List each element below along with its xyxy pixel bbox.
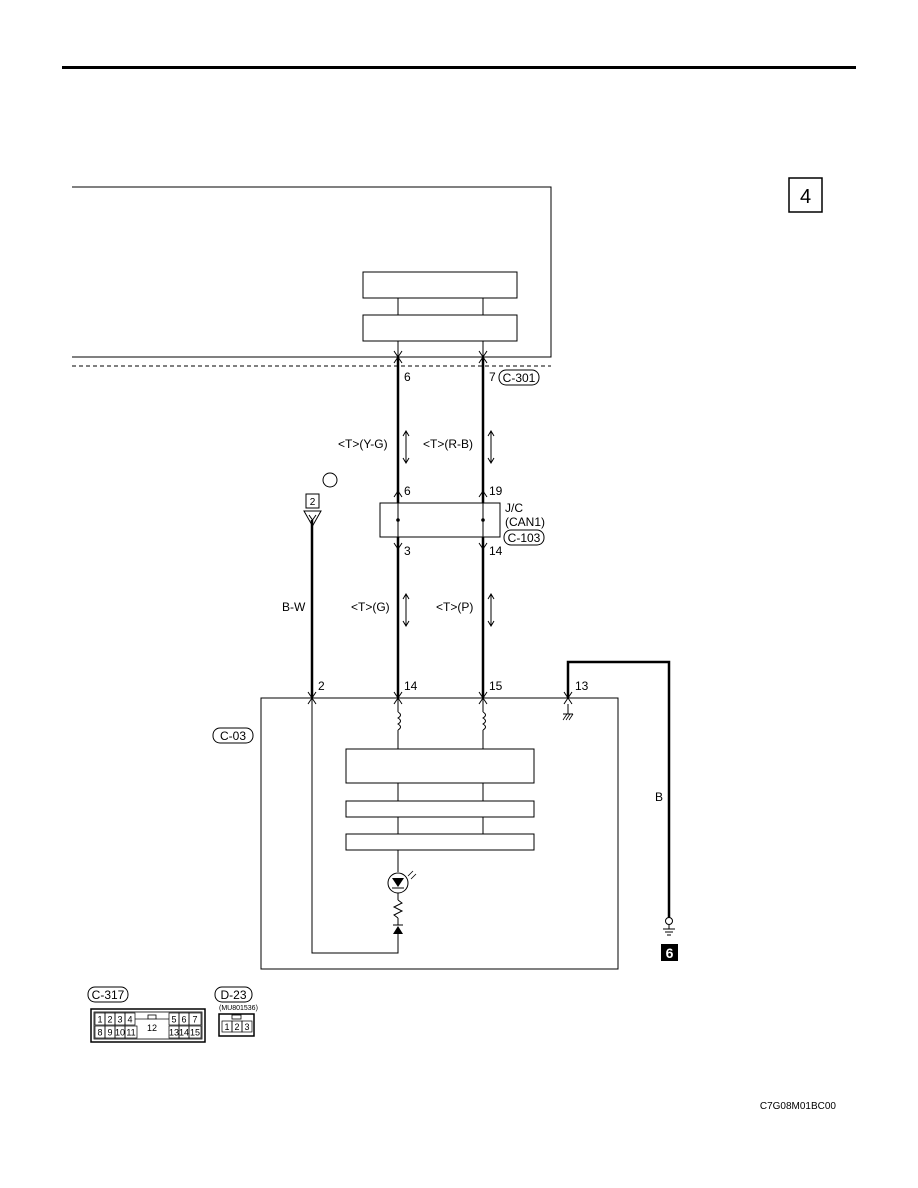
d23-part-number: (MU801536)	[219, 1005, 258, 1012]
svg-text:11: 11	[126, 1028, 135, 1038]
svg-text:3: 3	[117, 1015, 122, 1025]
ground-icon	[663, 917, 675, 936]
svg-text:2: 2	[107, 1015, 112, 1025]
svg-text:6: 6	[666, 945, 674, 961]
svg-text:10: 10	[115, 1028, 125, 1038]
pin-bottom-right: 15	[489, 679, 503, 693]
resistor-icon	[392, 899, 404, 925]
svg-text:7: 7	[192, 1015, 197, 1025]
connector-label-c103: C-103	[503, 529, 545, 546]
svg-text:8: 8	[97, 1028, 102, 1038]
svg-text:15: 15	[190, 1028, 200, 1038]
led-icon	[387, 870, 417, 900]
svg-text:3: 3	[244, 1022, 249, 1032]
ground-wire	[562, 660, 671, 918]
svg-text:4: 4	[800, 186, 811, 208]
svg-text:5: 5	[171, 1015, 176, 1025]
svg-text:C-317: C-317	[92, 988, 125, 1002]
circle-marker	[322, 472, 338, 488]
pin-bottom-left: 14	[404, 679, 418, 693]
junction-label-line1: J/C	[505, 501, 523, 515]
header-rule	[62, 66, 856, 69]
upper-control-unit	[72, 186, 552, 367]
svg-text:9: 9	[107, 1028, 112, 1038]
diode-icon	[393, 924, 403, 953]
pin-jc-out-left: 3	[404, 544, 411, 558]
ground-point-badge: 6	[661, 944, 678, 961]
wire-label-ground: B	[655, 790, 663, 804]
junction-connector-can1	[379, 502, 501, 538]
figure-code: C7G08M01BC00	[760, 1101, 837, 1112]
svg-text:4: 4	[127, 1015, 132, 1025]
pin-jc-out-right: 14	[489, 544, 503, 558]
bidirectional-arrow-icons	[402, 430, 495, 627]
svg-text:C-03: C-03	[220, 729, 246, 743]
svg-text:2: 2	[234, 1022, 239, 1032]
pin-top-right: 7	[489, 370, 496, 384]
connector-label-c317: C-317	[87, 986, 129, 1003]
junction-label-line2: (CAN1)	[505, 515, 545, 529]
wire-label-bw: B-W	[282, 600, 306, 614]
lower-control-unit	[260, 697, 619, 970]
wire-label-lower-left: <T>(G)	[351, 600, 390, 614]
connector-label-c03: C-03	[212, 727, 254, 744]
svg-text:14: 14	[179, 1028, 189, 1038]
svg-text:C-301: C-301	[503, 371, 536, 385]
page-badge: 4	[788, 177, 823, 213]
pin-bottom-bw: 2	[318, 679, 325, 693]
connector-face-d23: 1 2 3	[218, 1013, 255, 1037]
svg-text:1: 1	[97, 1015, 102, 1025]
connector-face-c317: 1 2 3 4 5 6 7 8 9 10 11 13 14 15 12	[90, 1008, 206, 1043]
connector-label-d23: D-23	[214, 986, 253, 1003]
svg-text:12: 12	[147, 1023, 157, 1033]
wire-label-lower-right: <T>(P)	[436, 600, 473, 614]
pin-jc-in-left: 6	[404, 484, 411, 498]
svg-text:6: 6	[181, 1015, 186, 1025]
pin-jc-in-right: 19	[489, 484, 503, 498]
wire-label-upper-right: <T>(R-B)	[423, 437, 473, 451]
svg-text:C-103: C-103	[508, 531, 541, 545]
svg-text:D-23: D-23	[220, 988, 246, 1002]
svg-text:2: 2	[310, 497, 316, 508]
pin-top-left: 6	[404, 370, 411, 384]
svg-text:1: 1	[224, 1022, 229, 1032]
svg-text:13: 13	[169, 1028, 179, 1038]
connector-label-c301: C-301	[498, 369, 540, 386]
pin-bottom-ground: 13	[575, 679, 589, 693]
can-wires	[396, 357, 485, 698]
wire-label-upper-left: <T>(Y-G)	[338, 437, 388, 451]
